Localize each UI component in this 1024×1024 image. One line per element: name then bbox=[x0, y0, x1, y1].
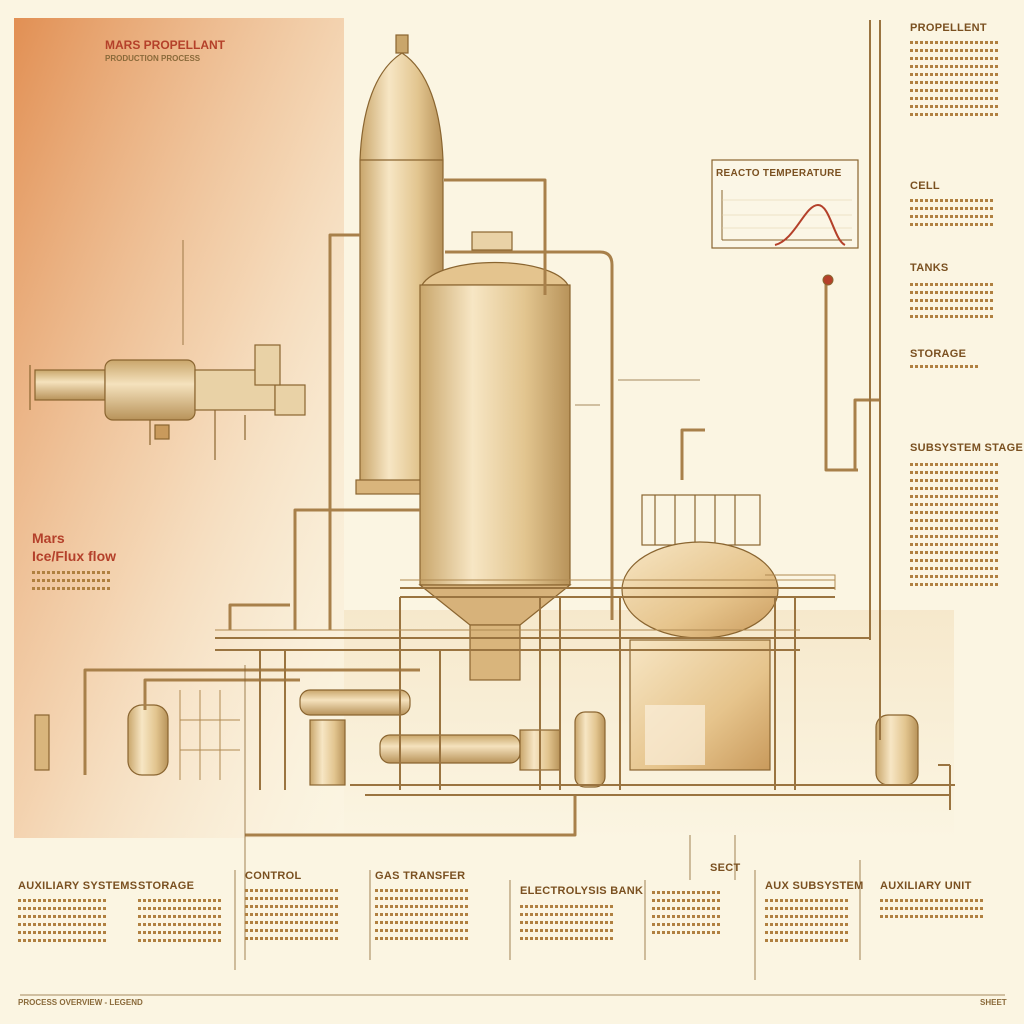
compressor-unit bbox=[29, 344, 306, 460]
bottom-col6-title: SECT bbox=[710, 862, 741, 874]
bottom-col2-title: STORAGE bbox=[138, 880, 195, 892]
reactor-tank bbox=[418, 231, 572, 681]
footer-right: SHEET bbox=[980, 998, 1007, 1007]
right-text-3 bbox=[910, 278, 995, 323]
bottom-col8-title: AUXILIARY UNIT bbox=[880, 880, 972, 892]
bottom-col6-text bbox=[652, 886, 722, 939]
bottom-col4-text bbox=[375, 884, 470, 945]
diagram-title: MARS PROPELLANT bbox=[105, 38, 225, 52]
left-section-subtitle: Ice/Flux flow bbox=[32, 548, 117, 564]
pipework bbox=[83, 178, 880, 837]
chart-title: REACTO TEMPERATURE bbox=[716, 168, 842, 179]
callout-lines bbox=[20, 240, 1005, 996]
bottom-col5-title: ELECTROLYSIS BANK bbox=[520, 885, 644, 897]
diagram-subtitle: PRODUCTION PROCESS bbox=[105, 54, 201, 63]
right-text-2 bbox=[910, 194, 995, 231]
right-heading-stages: SUBSYSTEM STAGE bbox=[910, 442, 1024, 454]
left-section-text bbox=[32, 566, 112, 595]
footer-left: PROCESS OVERVIEW - LEGEND bbox=[18, 998, 143, 1007]
bottom-col1-text bbox=[18, 894, 106, 947]
bottom-col3-text bbox=[245, 884, 340, 945]
right-heading-storage: STORAGE bbox=[910, 348, 967, 360]
bottom-col3-title: CONTROL bbox=[245, 870, 302, 882]
temperature-chart-inset bbox=[711, 159, 859, 249]
right-text-4 bbox=[910, 360, 980, 373]
right-column-title: PROPELLENT bbox=[910, 22, 987, 34]
bottom-col5-text bbox=[520, 900, 615, 945]
right-text-5 bbox=[910, 458, 1000, 591]
right-text-1 bbox=[910, 36, 1000, 121]
bottom-col7-title: AUX SUBSYSTEM bbox=[765, 880, 864, 892]
bottom-col4-title: GAS TRANSFER bbox=[375, 870, 466, 882]
right-heading-cell: CELL bbox=[910, 180, 940, 192]
railings bbox=[179, 574, 836, 780]
sphere-tank bbox=[621, 494, 779, 771]
small-tanks bbox=[34, 689, 919, 788]
bottom-col7-text bbox=[765, 894, 850, 947]
left-section-title: Mars bbox=[32, 530, 65, 546]
bottom-col2-text bbox=[138, 894, 223, 947]
structural-frame bbox=[215, 20, 955, 810]
right-heading-tanks: TANKS bbox=[910, 262, 949, 274]
bottom-col1-title: AUXILIARY SYSTEMS bbox=[18, 880, 138, 892]
bottom-col8-text bbox=[880, 894, 985, 923]
background-panel bbox=[14, 18, 344, 838]
